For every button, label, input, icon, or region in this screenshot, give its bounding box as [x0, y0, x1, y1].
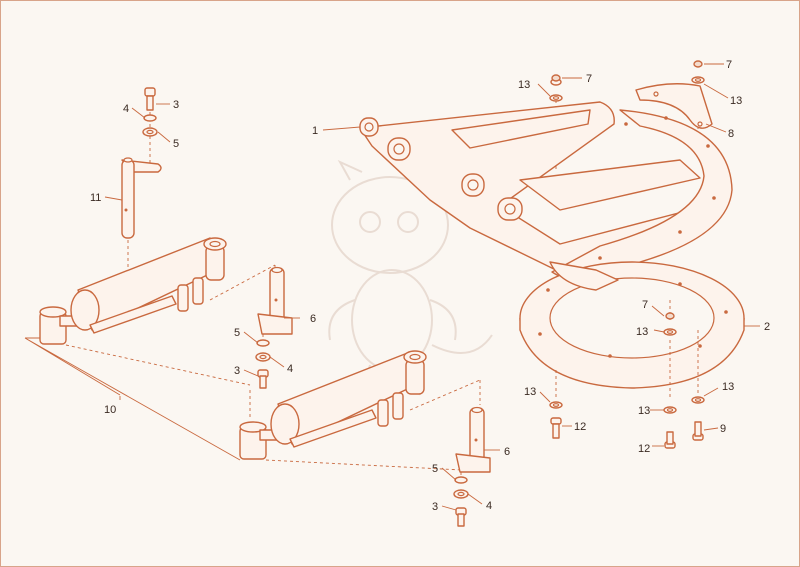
plate-8 [635, 83, 713, 129]
hydraulic-cylinder-lower [239, 350, 481, 471]
callout-12-b: 12 [638, 443, 650, 455]
callout-5-top: 5 [173, 138, 179, 150]
callout-10: 10 [104, 404, 116, 416]
right-hardware [549, 60, 705, 449]
callout-1: 1 [312, 125, 318, 137]
callout-7-b: 7 [726, 59, 732, 71]
callout-5-low: 5 [432, 463, 438, 475]
callout-7-c: 7 [642, 299, 648, 311]
frame-arm-1 [359, 90, 733, 284]
callout-labels: 1 2 3 4 5 11 5 4 3 6 10 6 5 4 3 13 7 7 1… [90, 59, 770, 513]
callout-8: 8 [728, 128, 734, 140]
hydraulic-cylinder-upper [39, 237, 227, 345]
pin-11-assembly [121, 87, 162, 320]
callout-3-low: 3 [432, 501, 438, 513]
callout-5-mid: 5 [234, 327, 240, 339]
bracket-10 [24, 337, 241, 461]
callout-13-b: 13 [730, 95, 742, 107]
callout-13-d: 13 [524, 386, 536, 398]
callout-3-top: 3 [173, 99, 179, 111]
leader-lines [104, 63, 760, 511]
callout-11: 11 [90, 192, 101, 204]
callout-4-low: 4 [486, 500, 492, 512]
callout-6-lower: 6 [504, 446, 510, 458]
callout-6-upper: 6 [310, 313, 316, 325]
callout-13-a: 13 [518, 79, 530, 91]
callout-13-e: 13 [638, 405, 650, 417]
callout-7-a: 7 [586, 73, 592, 85]
callout-12-a: 12 [574, 421, 586, 433]
callout-2: 2 [764, 321, 770, 333]
callout-13-f: 13 [722, 381, 734, 393]
callout-9: 9 [720, 423, 726, 435]
callout-4-mid: 4 [287, 363, 293, 375]
callout-4-top: 4 [123, 103, 129, 115]
pin-6-lower-assembly [453, 406, 491, 527]
slewing-ring-2 [519, 261, 745, 389]
callout-13-c: 13 [636, 326, 648, 338]
pin-6-upper-assembly [255, 266, 293, 389]
callout-3-mid: 3 [234, 365, 240, 377]
